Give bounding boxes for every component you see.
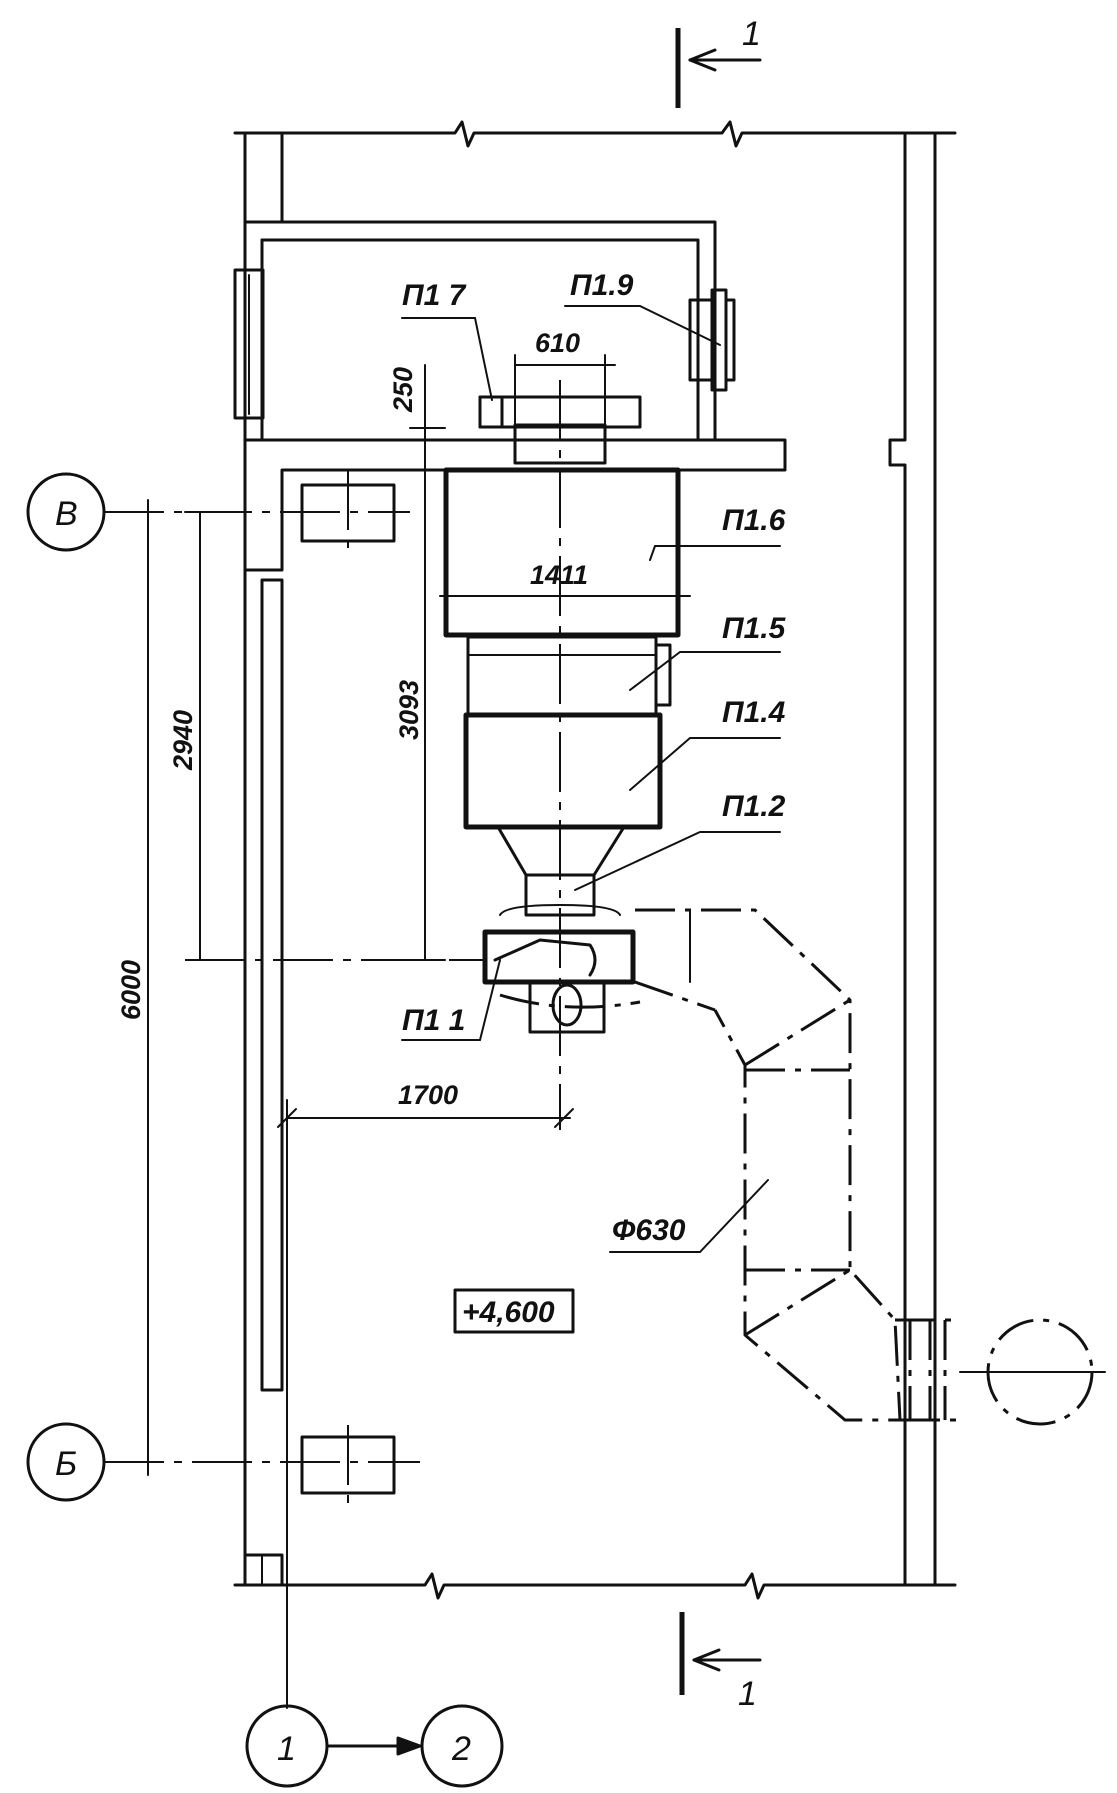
label-p1-2: П1.2 <box>574 790 786 891</box>
label-p1-9-text: П1.9 <box>570 269 634 302</box>
dim-250-text: 250 <box>388 367 418 413</box>
unit-p1-5 <box>466 635 672 717</box>
window-left <box>233 268 265 420</box>
section-mark-top: 1 <box>675 15 762 108</box>
label-p1-7: П1 7 <box>401 279 493 401</box>
label-duct-text: Ф630 <box>612 1214 686 1247</box>
column-bottom <box>300 1425 396 1505</box>
label-p1-4-text: П1.4 <box>722 696 786 729</box>
elevation-text: +4,600 <box>462 1296 555 1329</box>
label-p1-5-text: П1.5 <box>722 612 787 645</box>
dim-2940-text: 2940 <box>168 710 198 771</box>
dim-610: 610 <box>514 328 616 426</box>
outlet-p1-7 <box>478 395 642 465</box>
label-p1-1: П1 1 <box>401 959 501 1041</box>
dim-250: 250 <box>388 364 446 471</box>
section-mark-bottom: 1 <box>679 1612 762 1713</box>
label-p1-9: П1.9 <box>564 269 721 346</box>
axis-2-label: 2 <box>451 1730 471 1768</box>
dim-1700: 1700 <box>277 1080 574 1128</box>
axis-1: 1 2 <box>245 1099 504 1788</box>
duct-f630 <box>634 908 1106 1426</box>
label-p1-1-text: П1 1 <box>402 1004 465 1037</box>
dim-2940: 2940 <box>168 511 485 961</box>
dim-3093: 3093 <box>394 469 446 961</box>
dim-1411-text: 1411 <box>530 560 588 590</box>
label-p1-6-text: П1.6 <box>722 504 786 537</box>
section-mark-top-label: 1 <box>742 15 761 53</box>
transition-p1-2 <box>496 825 626 917</box>
dim-6000-text: 6000 <box>116 960 146 1020</box>
label-p1-7-text: П1 7 <box>402 279 467 312</box>
dim-3093-text: 3093 <box>394 680 424 740</box>
axis-b-label: Б <box>55 1445 77 1483</box>
label-p1-4: П1.4 <box>629 696 786 791</box>
axis-v-label: В <box>55 495 78 533</box>
label-p1-5: П1.5 <box>629 612 787 691</box>
elevation-mark: +4,600 <box>453 1288 575 1334</box>
column-top <box>300 470 396 556</box>
label-p1-2-text: П1.2 <box>722 790 786 823</box>
unit-p1-6 <box>443 467 681 638</box>
dim-610-text: 610 <box>535 328 580 358</box>
label-p1-6: П1.6 <box>649 504 786 561</box>
axis-b: Б <box>26 1422 420 1502</box>
label-duct: Ф630 <box>609 1179 769 1253</box>
fan-p1-1 <box>482 929 641 1034</box>
unit-p1-4 <box>463 712 663 830</box>
axis-1-label: 1 <box>277 1730 296 1768</box>
section-mark-bottom-label: 1 <box>738 1675 757 1713</box>
dim-1411: 1411 <box>439 560 691 597</box>
dim-1700-text: 1700 <box>398 1080 458 1110</box>
building-outline <box>233 120 957 1600</box>
dim-6000: 6000 <box>116 499 163 1476</box>
